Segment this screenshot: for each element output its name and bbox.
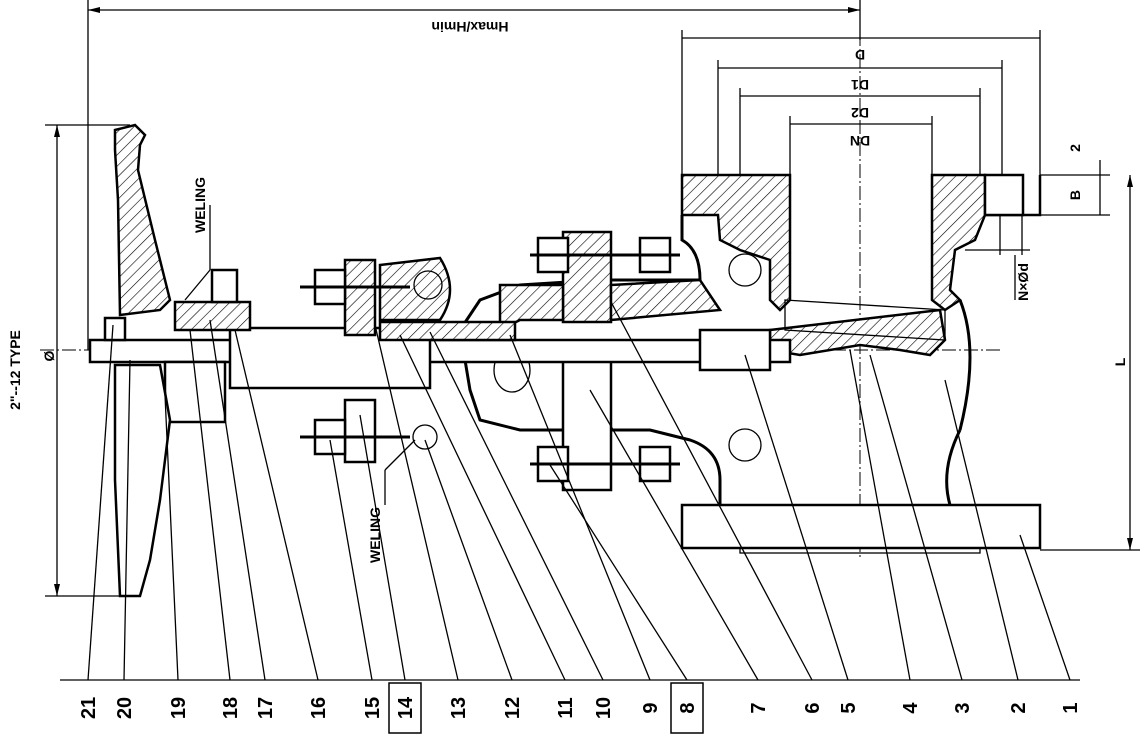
body-bonnet-flange: [561, 230, 613, 324]
eyebolt-pin-lower: [412, 424, 438, 450]
type-label: 2"--12 TYPE: [7, 330, 23, 410]
part-number-19: 19: [168, 697, 190, 719]
packing-gland: [343, 258, 377, 337]
part-number-10: 10: [593, 697, 615, 719]
seat-ring: [784, 299, 946, 341]
grease-fitting: [210, 268, 239, 304]
flange-dimensions: D D1 D2 DN: [681, 30, 1041, 175]
weling-label-upper: WELING: [192, 177, 208, 233]
handwheel-dimension: Ø 2"--12 TYPE: [7, 124, 130, 597]
l-label: L: [1112, 357, 1128, 366]
gland-bolt-upper: [300, 268, 410, 306]
part-leaders: [60, 299, 1080, 681]
part-number-14: 14: [395, 696, 417, 719]
part-number-3: 3: [952, 702, 974, 713]
part-box-8: [670, 682, 704, 734]
handwheel-nut: [103, 316, 127, 342]
body-bolt-upper: [530, 236, 680, 274]
dn-label: DN: [850, 133, 870, 149]
weling-upper: WELING: [184, 177, 211, 301]
part-number-21: 21: [78, 697, 100, 719]
bolt-hole-upper: [983, 173, 1025, 217]
weling-label-lower: WELING: [367, 507, 383, 563]
eyebolt-pin-upper: [413, 270, 443, 300]
gland-flange-lower: [343, 398, 377, 464]
part-number-17: 17: [255, 697, 277, 719]
part-number-15: 15: [362, 697, 384, 719]
d2-label: D2: [851, 105, 869, 121]
phi-label: Ø: [41, 350, 57, 361]
upper-flange: [680, 173, 792, 312]
handwheel-lower: [113, 363, 172, 598]
part-box-14: [388, 682, 422, 734]
lower-flange-raised-face: [739, 547, 981, 554]
d-label: D: [855, 47, 865, 63]
body-bolt-lower: [530, 445, 680, 483]
handwheel: [113, 123, 172, 317]
packing: [378, 320, 517, 342]
part-number-1: 1: [1060, 702, 1082, 713]
part-number-16: 16: [308, 697, 330, 719]
part-number-8: 8: [677, 702, 699, 713]
yoke-nut: [173, 300, 252, 332]
part-number-20: 20: [114, 697, 136, 719]
part-number-4: 4: [900, 702, 922, 714]
body-neck: [609, 278, 723, 322]
part-number-12: 12: [502, 697, 524, 719]
part-number-5: 5: [838, 702, 860, 713]
part-number-13: 13: [448, 697, 470, 719]
n-d-label: N×Ød: [1015, 263, 1031, 301]
gland-bolt-lower: [300, 418, 410, 456]
part-number-9: 9: [640, 702, 662, 713]
lower-flange: [680, 503, 1042, 550]
weling-lower: WELING: [367, 439, 416, 563]
two-label: 2: [1067, 144, 1083, 152]
part-number-6: 6: [802, 702, 824, 713]
d1-label: D1: [851, 77, 869, 93]
part-number-11: 11: [555, 697, 577, 718]
part-number-2: 2: [1008, 702, 1030, 713]
body-bonnet-flange-lower: [561, 348, 613, 492]
hmax-dimension: Hmax/Hmin: [87, 0, 861, 350]
hmax-label: Hmax/Hmin: [431, 19, 508, 35]
stem-nut-connector: [698, 328, 772, 372]
part-number-7: 7: [748, 702, 770, 713]
b-label: B: [1067, 190, 1083, 200]
body-hole-upper: [728, 253, 762, 287]
body-hole-lower: [728, 428, 762, 462]
right-dimensions: B 2 L N×Ød: [965, 144, 1140, 551]
gate-wedge: [768, 308, 947, 357]
part-number-18: 18: [220, 697, 242, 719]
